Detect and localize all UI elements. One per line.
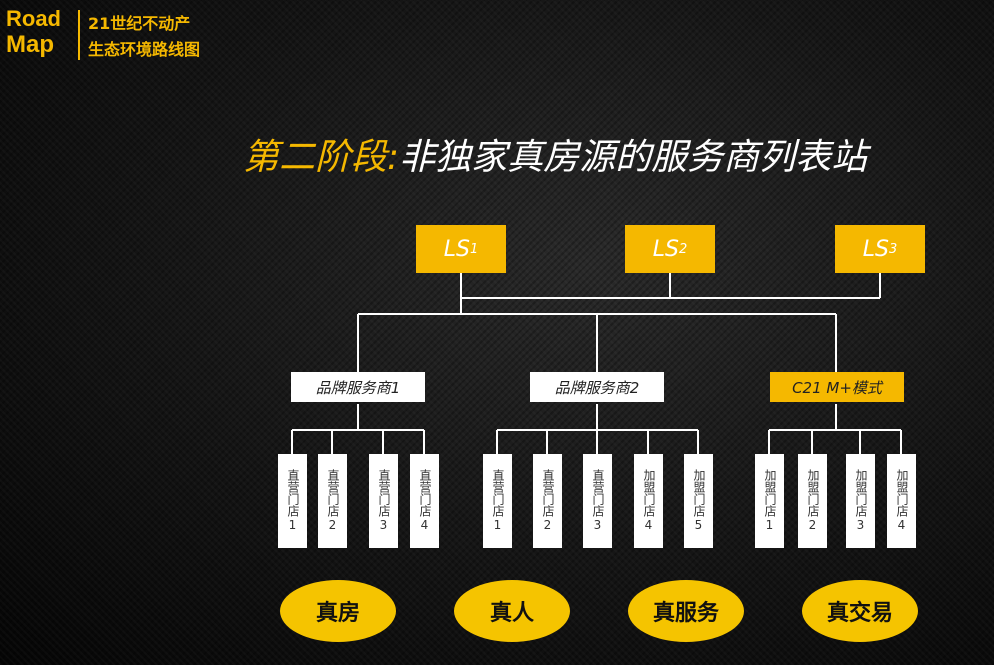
store-number: 3 [379,517,388,532]
pillar-real-agent: 真人 [454,580,570,642]
store-type: 直营门店 [377,468,391,517]
listing-site-index: 2 [678,241,688,257]
store-number: 4 [420,517,429,532]
store-type: 直营门店 [418,468,432,517]
store-type: 加盟门店 [895,468,909,517]
slide-title: 第二阶段:非独家真房源的服务商列表站 [243,128,867,180]
store-number: 1 [765,517,774,532]
logo-subtitle-line1: 21世纪不动产 [88,14,191,33]
provider-brand-2: 品牌服务商2 [530,372,664,402]
store-type: 加盟门店 [692,468,706,517]
store-number: 4 [897,517,906,532]
store-number: 1 [288,517,297,532]
store-type: 直营门店 [326,468,340,517]
store-type: 加盟门店 [763,468,777,517]
store-type: 直营门店 [591,468,605,517]
store-type: 直营门店 [491,468,505,517]
store-number: 2 [808,517,817,532]
store-type: 直营门店 [541,468,555,517]
store-type: 加盟门店 [854,468,868,517]
store-number: 3 [593,517,602,532]
logo-separator [78,10,80,60]
listing-site-label: LS [652,236,679,262]
listing-site-index: 1 [469,241,479,257]
title-prefix: 第二阶段: [243,137,400,178]
listing-site-label: LS [443,236,470,262]
store-number: 3 [856,517,865,532]
store-number: 2 [543,517,552,532]
store-type: 直营门店 [286,468,300,517]
pillar-real-listing: 真房 [280,580,396,642]
store-number: 1 [493,517,502,532]
store-number: 4 [644,517,653,532]
logo-word-map: Map [6,31,54,58]
store-number: 5 [694,517,703,532]
logo-word-road: Road [6,6,61,31]
store-type: 加盟门店 [642,468,656,517]
store-type: 加盟门店 [806,468,820,517]
provider-c21-mplus: C21 M+模式 [770,372,904,402]
store-number: 2 [328,517,337,532]
pillar-real-transaction: 真交易 [802,580,918,642]
title-main: 非独家真房源的服务商列表站 [399,137,868,178]
listing-site-index: 3 [888,241,898,257]
logo-subtitle-line2: 生态环境路线图 [88,40,201,59]
pillar-real-service: 真服务 [628,580,744,642]
provider-brand-1: 品牌服务商1 [291,372,425,402]
listing-site-label: LS [862,236,889,262]
